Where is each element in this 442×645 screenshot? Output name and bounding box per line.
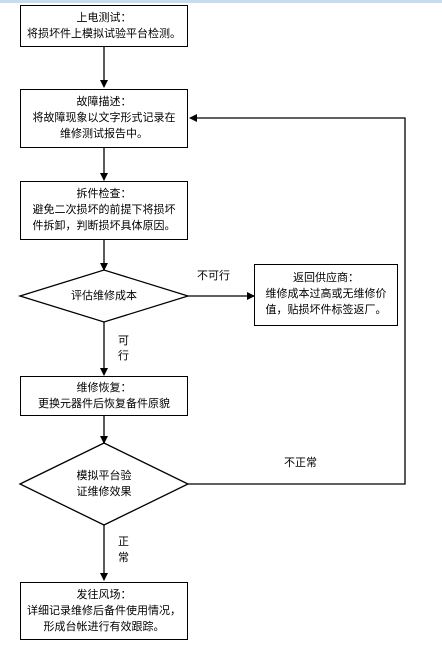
fault-description-desc-2: 维修测试报告中。	[60, 127, 148, 140]
edge-label-feasible-2: 行	[118, 349, 129, 362]
simulate-verify-label-2: 证维修效果	[76, 485, 132, 498]
disassembly-check-desc-2: 件拆卸，判断损坏具体原因。	[32, 219, 176, 232]
edge-label-abnormal: 不正常	[284, 456, 317, 469]
return-supplier-box: 返回供应商： 维修成本过高或无维修价 值，贴损坏件标签返厂。	[254, 264, 398, 326]
arrow-simulate-loop-to-fault	[188, 114, 406, 485]
edge-label-normal-2: 常	[118, 551, 129, 564]
repair-restore-desc: 更换元器件后恢复备件原貌	[38, 397, 170, 410]
ship-to-site-box: 发往风场： 详细记录维修后备件使用情况， 形成台帐进行有效跟踪。	[20, 582, 188, 640]
simulate-verify-label: 模拟平台验 证维修效果	[54, 468, 154, 500]
ship-to-site-desc-2: 形成台帐进行有效跟踪。	[43, 620, 165, 633]
window-top-border	[0, 0, 442, 3]
edge-label-normal-1: 正	[118, 535, 129, 548]
power-test-title: 上电测试：	[76, 11, 132, 24]
edge-label-feasible-1: 可	[118, 334, 129, 347]
return-supplier-desc-2: 值，贴损坏件标签返厂。	[265, 303, 387, 316]
fault-description-desc-1: 将故障现象以文字形式记录在	[32, 111, 176, 124]
return-supplier-title: 返回供应商：	[293, 271, 359, 284]
power-test-box: 上电测试： 将损坏件上模拟试验平台检测。	[20, 5, 188, 47]
return-supplier-desc-1: 维修成本过高或无维修价	[265, 287, 387, 300]
disassembly-check-desc-1: 避免二次损坏的前提下将损坏	[32, 203, 176, 216]
repair-restore-title: 维修恢复：	[76, 381, 132, 394]
fault-description-title: 故障描述：	[76, 95, 132, 108]
fault-description-box: 故障描述： 将故障现象以文字形式记录在 维修测试报告中。	[20, 89, 188, 148]
ship-to-site-desc-1: 详细记录维修后备件使用情况，	[27, 604, 181, 617]
edge-label-not-feasible: 不可行	[197, 269, 230, 282]
evaluate-cost-label: 评估维修成本	[71, 289, 137, 302]
disassembly-check-title: 拆件检查：	[76, 187, 132, 200]
disassembly-check-box: 拆件检查： 避免二次损坏的前提下将损坏 件拆卸，判断损坏具体原因。	[20, 181, 188, 240]
repair-restore-box: 维修恢复： 更换元器件后恢复备件原貌	[20, 376, 188, 416]
power-test-desc: 将损坏件上模拟试验平台检测。	[27, 27, 181, 40]
simulate-verify-label-1: 模拟平台验	[76, 469, 132, 482]
ship-to-site-title: 发往风场：	[76, 588, 132, 601]
